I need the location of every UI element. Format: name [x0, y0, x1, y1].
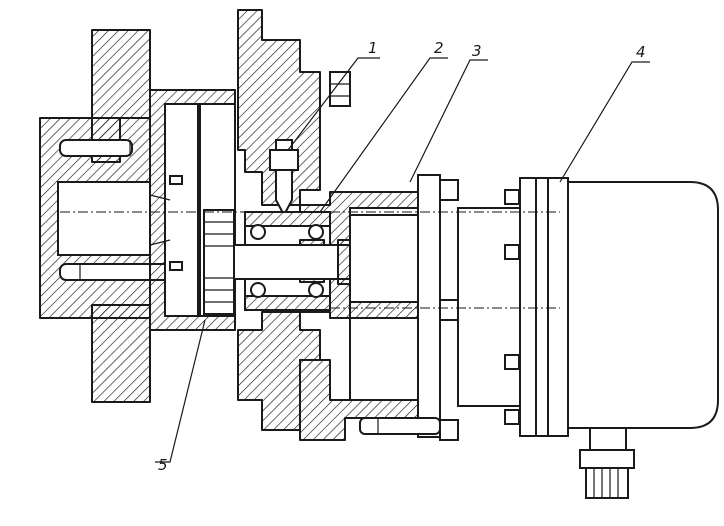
- spigot: [457, 207, 521, 407]
- callout-2: 2: [434, 39, 444, 57]
- wheel-hub: [39, 29, 171, 403]
- callout-3: 3: [472, 42, 482, 60]
- gear: [203, 209, 235, 315]
- callout-5: 5: [158, 456, 168, 474]
- cover-housing: [299, 174, 459, 441]
- leader-lines: [155, 57, 650, 463]
- callout-4: 4: [636, 43, 646, 61]
- motor: [504, 177, 719, 499]
- callout-1: 1: [368, 39, 378, 57]
- hub-bolt-upper: [59, 139, 133, 157]
- grease-nipple: [269, 139, 299, 218]
- frame-bolt: [329, 71, 351, 107]
- flange-bolts: [439, 179, 459, 441]
- motor-connector: [579, 427, 635, 499]
